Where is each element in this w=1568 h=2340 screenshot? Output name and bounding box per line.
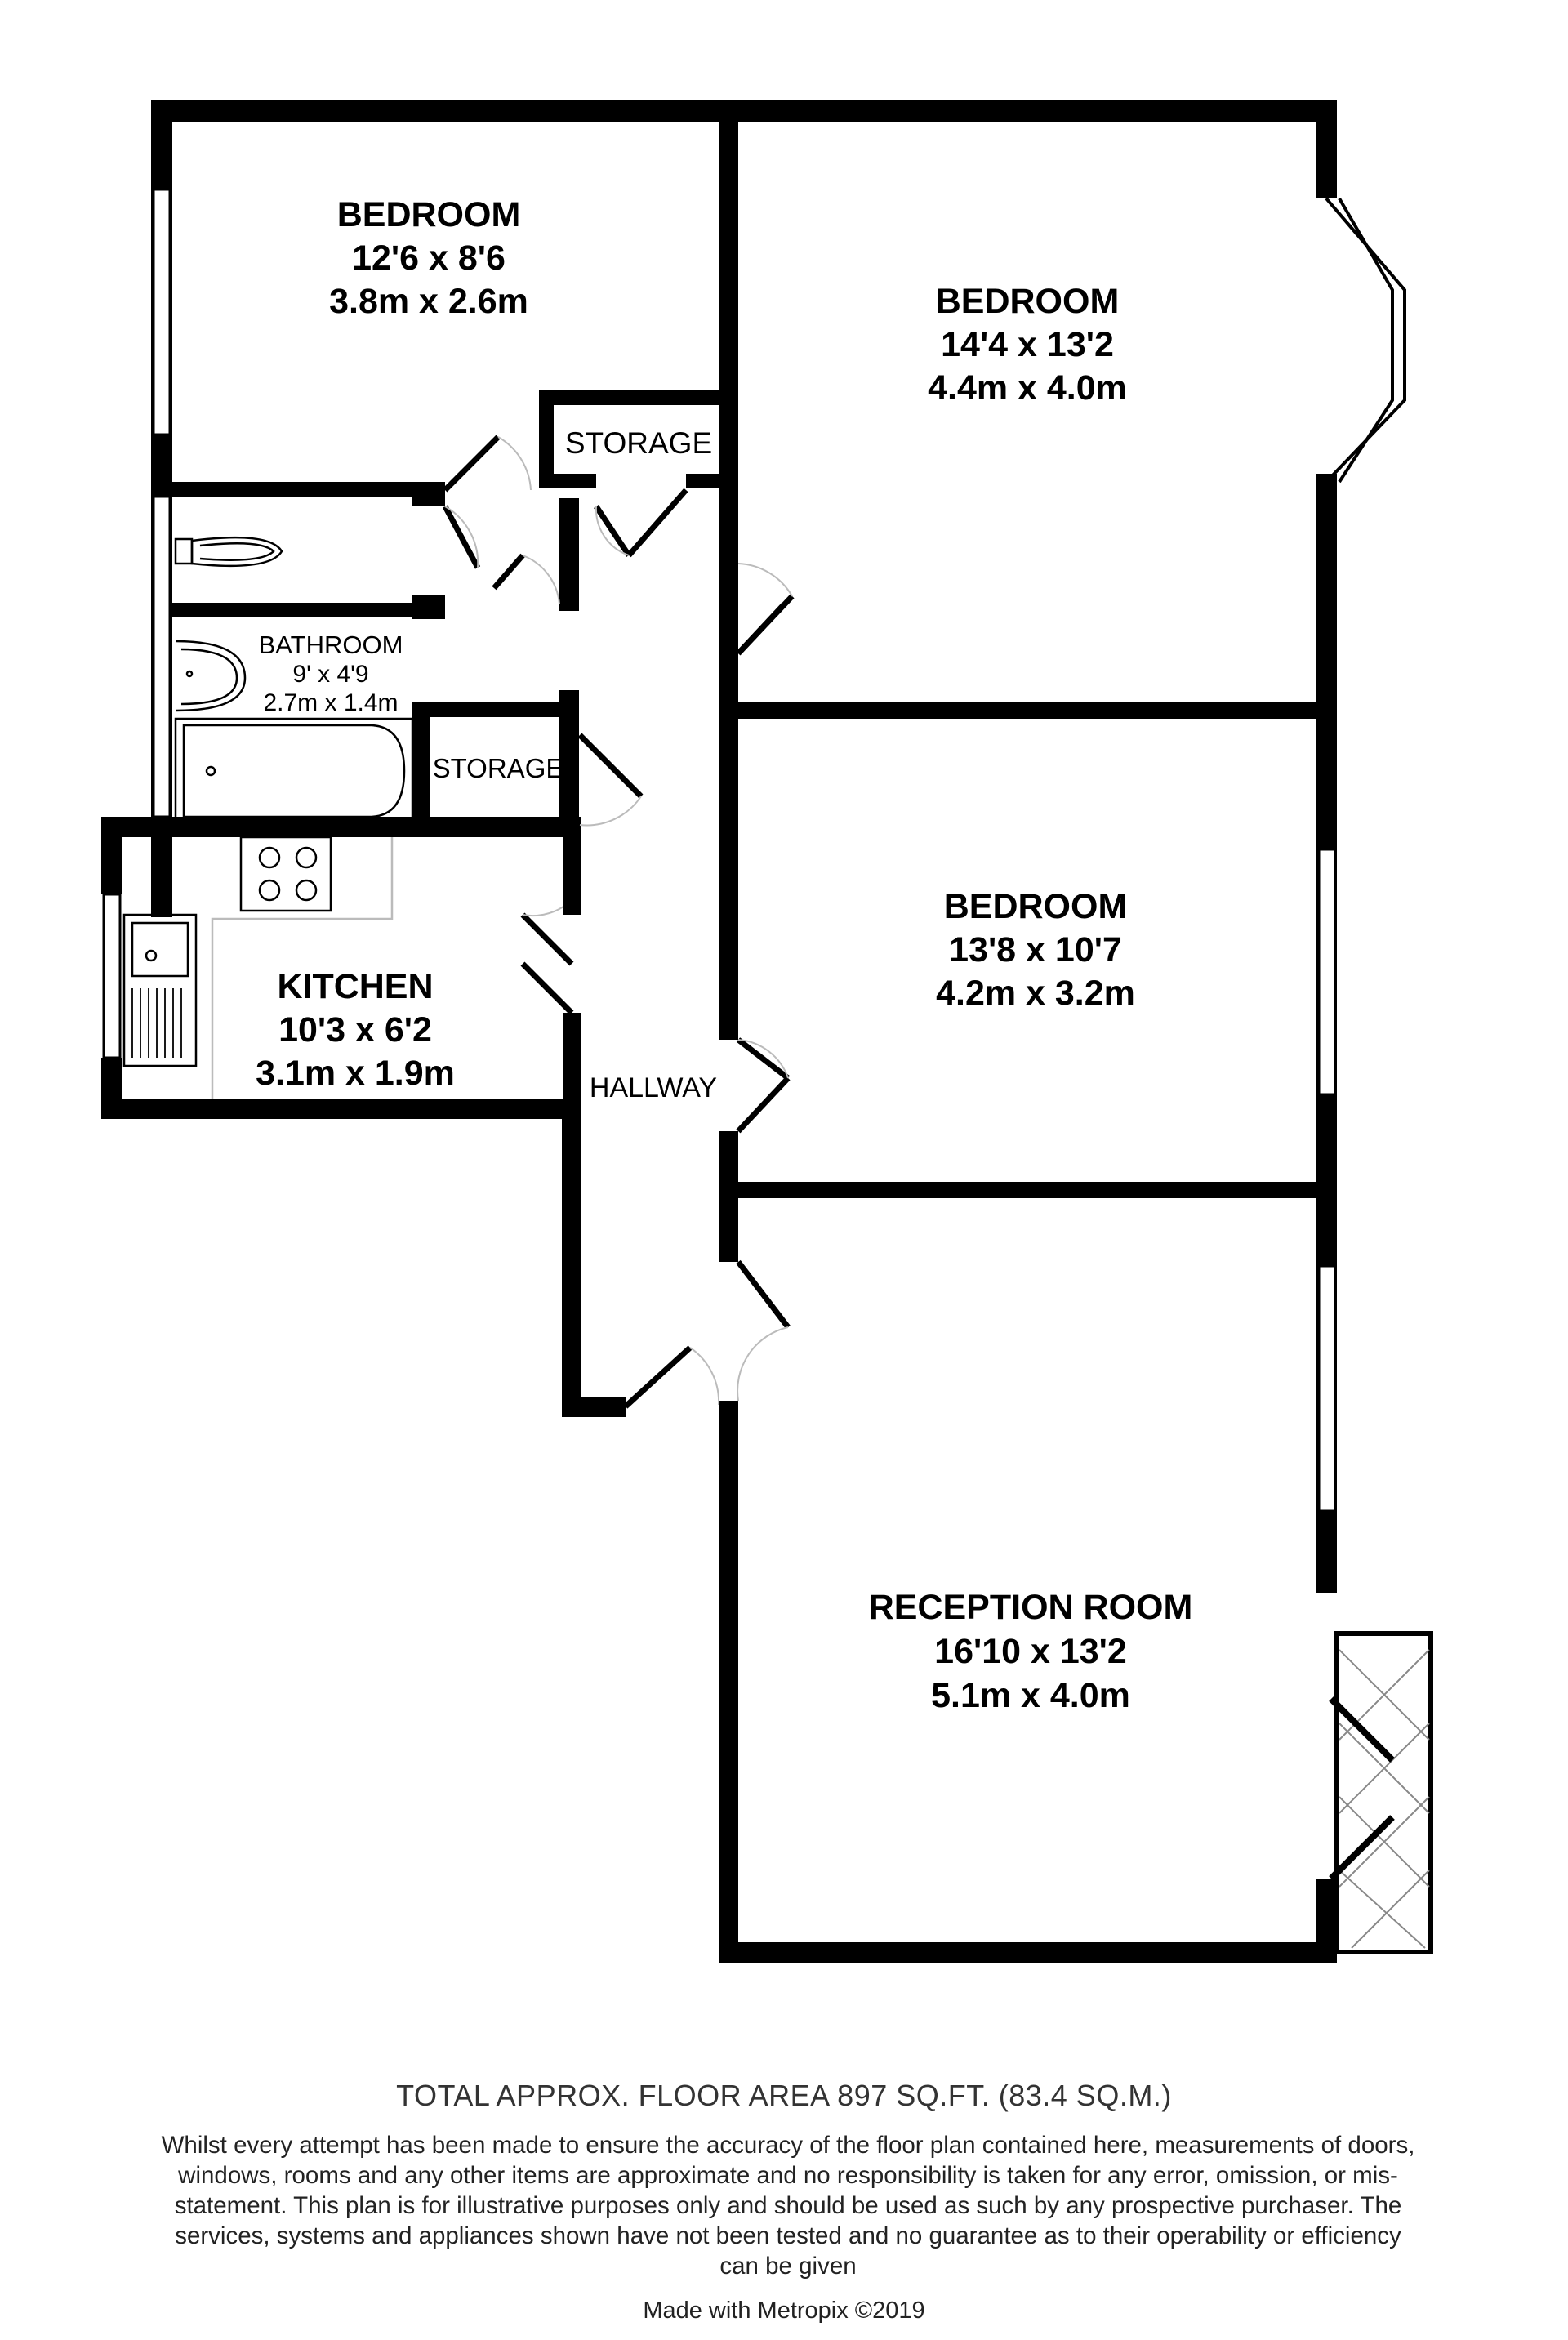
kitchen-imperial: 10'3 x 6'2 xyxy=(278,1010,432,1050)
wall-kitchen-bottom xyxy=(101,1099,580,1119)
total-floor-area: TOTAL APPROX. FLOOR AREA 897 SQ.FT. (83.… xyxy=(396,2079,1172,2112)
kitchen-name: KITCHEN xyxy=(277,967,433,1006)
wall-storage2-left xyxy=(412,702,430,825)
wall-kitchen-left-1 xyxy=(101,817,122,894)
bedroom3-imperial: 13'8 x 10'7 xyxy=(949,930,1122,969)
sink-icon xyxy=(122,913,198,1067)
wall-right-1 xyxy=(1316,100,1337,198)
balcony xyxy=(1329,1631,1433,1954)
disclaimer-text: Whilst every attempt has been made to en… xyxy=(161,2132,1415,2280)
bay-window xyxy=(1325,197,1406,484)
room-labels: BEDROOM 12'6 x 8'6 3.8m x 2.6m BEDROOM 1… xyxy=(256,195,1192,1715)
floor-plan: BEDROOM 12'6 x 8'6 3.8m x 2.6m BEDROOM 1… xyxy=(101,100,1433,1963)
bedroom2-metric: 4.4m x 4.0m xyxy=(928,368,1127,408)
wall-partition-upper xyxy=(719,100,738,713)
wall-hall-left-1 xyxy=(559,498,579,611)
bathroom-imperial: 9' x 4'9 xyxy=(292,661,368,688)
wall-stub-bath2 xyxy=(412,595,445,619)
wall-storage-top xyxy=(539,390,731,405)
bedroom1-metric: 3.8m x 2.6m xyxy=(329,282,528,321)
wall-kitchen-top xyxy=(101,817,580,837)
bedroom1-imperial: 12'6 x 8'6 xyxy=(352,238,506,278)
wall-storage-bottom xyxy=(539,474,596,488)
windows xyxy=(102,188,1337,1513)
wall-storage2-top xyxy=(412,702,576,717)
wall-hall-left-3 xyxy=(562,1107,581,1417)
fixtures xyxy=(122,536,414,1099)
bedroom2-name: BEDROOM xyxy=(936,282,1120,321)
wall-bath-mid xyxy=(151,603,445,617)
wall-kitchen-right-1 xyxy=(564,817,581,915)
wall-bed2-bottom xyxy=(719,702,1337,719)
window-bath xyxy=(152,495,172,818)
counter-outline xyxy=(211,837,394,1099)
wall-storage-bottom-r xyxy=(686,474,735,488)
hallway-label: HALLWAY xyxy=(590,1072,717,1103)
wall-top xyxy=(151,100,1337,122)
doors xyxy=(442,435,795,1409)
window-bed3 xyxy=(1317,848,1337,1096)
bedroom3-metric: 4.2m x 3.2m xyxy=(936,974,1135,1013)
reception-name: RECEPTION ROOM xyxy=(869,1588,1193,1627)
storage1-label: STORAGE xyxy=(565,426,712,460)
reception-imperial: 16'10 x 13'2 xyxy=(934,1632,1127,1671)
window-kitchen xyxy=(102,893,122,1059)
credit-text: Made with Metropix ©2019 xyxy=(643,2298,925,2324)
storage2-label: STORAGE xyxy=(433,753,564,783)
bathroom-name: BATHROOM xyxy=(259,631,403,659)
bathtub-icon xyxy=(174,717,414,825)
wall-partition-h4 xyxy=(719,1401,738,1960)
wall-bed3-bottom xyxy=(719,1182,1337,1198)
hob-icon xyxy=(239,836,332,912)
bedroom1-name: BEDROOM xyxy=(337,195,521,234)
wall-bed1-bottom xyxy=(151,482,445,497)
wall-storage-left xyxy=(539,390,554,488)
wall-hall-bottom xyxy=(562,1397,626,1417)
wall-reception-bottom xyxy=(719,1942,1337,1963)
wall-stub-bath xyxy=(412,482,445,506)
bathroom-metric: 2.7m x 1.4m xyxy=(263,689,398,716)
wall-kitchen-right-2 xyxy=(564,1013,581,1107)
wall-partition-h1 xyxy=(719,653,738,702)
bedroom3-name: BEDROOM xyxy=(944,887,1128,926)
toilet-icon xyxy=(174,536,283,568)
window-bed1 xyxy=(152,188,172,436)
wall-right-lower xyxy=(1316,1879,1337,1963)
basin-icon xyxy=(175,640,247,712)
wall-partition-h2 xyxy=(719,709,738,1040)
reception-metric: 5.1m x 4.0m xyxy=(931,1676,1130,1715)
window-reception xyxy=(1317,1264,1337,1513)
door-arcs xyxy=(444,436,793,1406)
kitchen-metric: 3.1m x 1.9m xyxy=(256,1054,455,1093)
bedroom2-imperial: 14'4 x 13'2 xyxy=(941,325,1114,364)
